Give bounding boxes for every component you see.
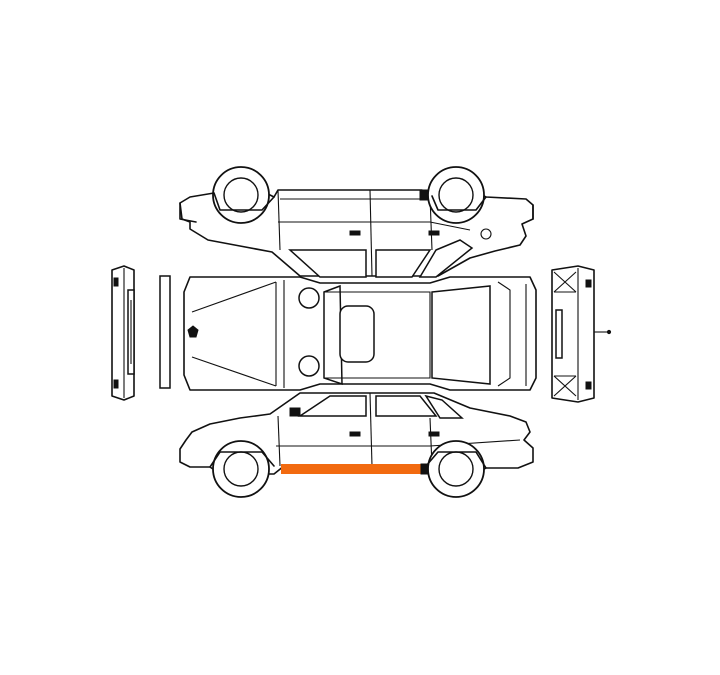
top-roof — [324, 291, 431, 379]
top-windshield — [323, 284, 343, 386]
side-view-top — [179, 166, 534, 278]
side-top-wheel-arch-front — [213, 192, 275, 211]
top-sunroof — [339, 305, 375, 363]
side-top-door-split — [369, 189, 373, 277]
side-bottom-front-window — [297, 395, 367, 417]
side-top-beltline — [278, 221, 471, 231]
side-top-rear-window — [375, 249, 432, 278]
side-top-front-handle — [349, 230, 361, 236]
side-top-fuel-cap — [480, 228, 492, 240]
top-mirror-lower — [298, 355, 320, 377]
front-headlight-bottom — [113, 379, 119, 389]
side-top-wheel-arch-rear — [431, 195, 487, 211]
top-mirror-upper — [298, 287, 320, 309]
side-bottom-wheel-arch-rear — [425, 451, 487, 469]
rear-view — [551, 265, 612, 403]
side-bottom-front-hub — [223, 451, 259, 487]
rear-cross-top — [553, 271, 577, 293]
top-emblem — [187, 325, 199, 338]
side-view-bottom — [179, 392, 534, 498]
rear-antenna-tip — [606, 329, 612, 335]
top-trunk — [497, 281, 511, 387]
front-headlight-top — [113, 277, 119, 287]
side-top-pillar-mark — [419, 189, 428, 201]
side-bottom-door-split — [369, 392, 373, 467]
side-bottom-front-door-edge — [277, 415, 281, 467]
top-hood-crease — [191, 281, 277, 387]
side-top-front-bumper — [179, 202, 197, 223]
rear-plate — [555, 309, 563, 359]
side-top-front-hub — [223, 177, 259, 213]
front-bumper-strip — [159, 275, 171, 389]
side-top-quarter-window — [418, 239, 474, 278]
side-bottom-rear-handle — [428, 431, 440, 437]
side-bottom-beltline — [276, 439, 521, 447]
top-rear-window — [431, 285, 491, 385]
side-bottom-rear-window — [375, 395, 438, 417]
side-top-rear-hub — [438, 177, 474, 213]
rear-body — [551, 265, 595, 403]
side-top-rear-handle — [428, 230, 440, 236]
top-view — [183, 276, 537, 391]
side-bottom-quarter-window — [424, 394, 464, 419]
side-top-front-window — [288, 249, 367, 278]
side-bottom-mirror — [289, 407, 301, 417]
rear-light-top — [585, 279, 592, 288]
side-bottom-front-handle — [349, 431, 361, 437]
rocker-panel-highlight — [281, 464, 421, 474]
front-view — [111, 265, 171, 401]
rear-cross-bottom — [553, 375, 577, 397]
side-top-front-door-edge — [277, 189, 281, 251]
side-bottom-wheel-arch-front — [209, 451, 275, 468]
rear-light-bottom — [585, 381, 592, 390]
side-bottom-rear-hub — [438, 451, 474, 487]
